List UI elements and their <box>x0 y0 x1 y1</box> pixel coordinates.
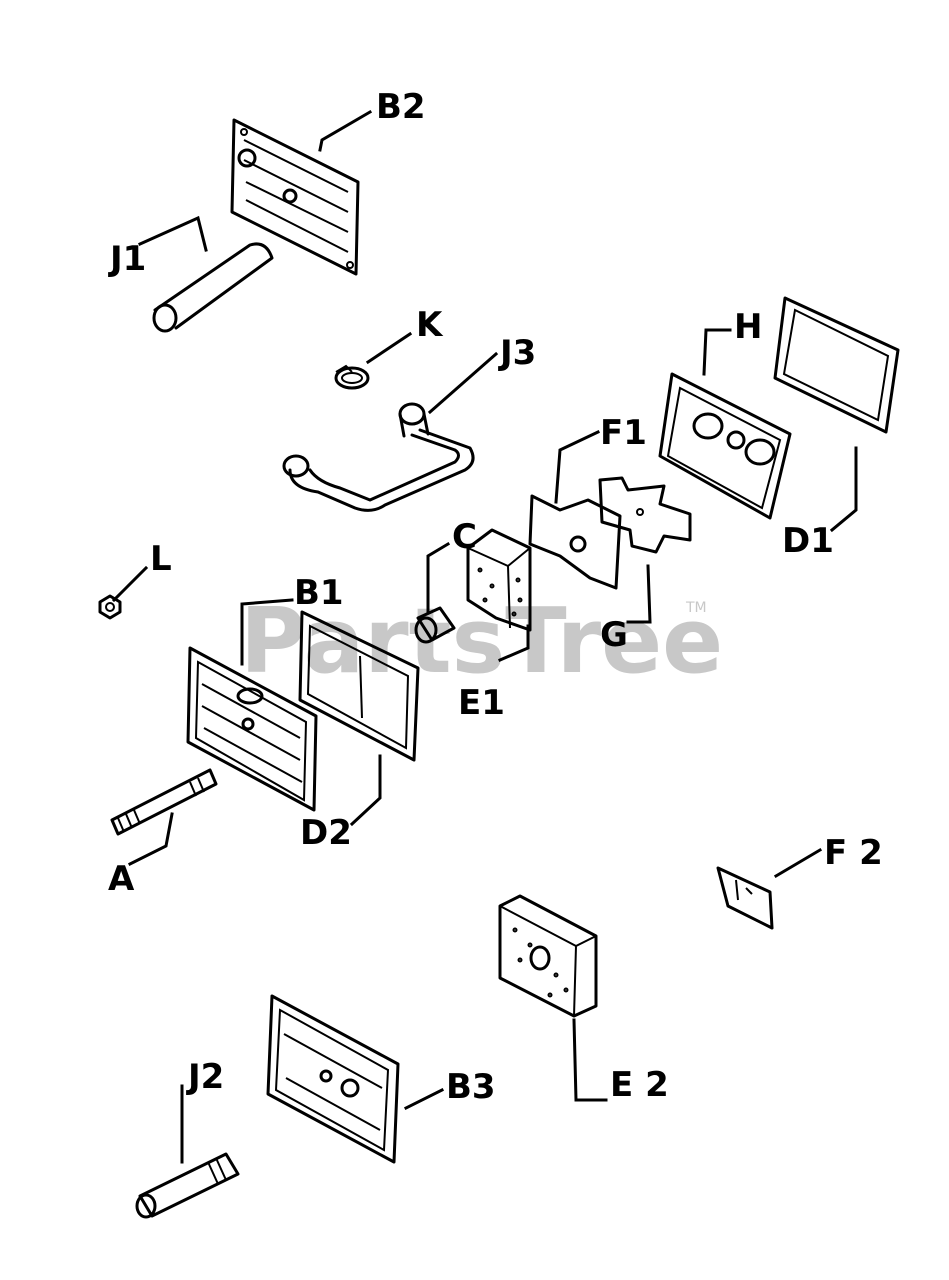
part-j2 <box>135 1152 240 1219</box>
label-c: C <box>452 517 477 557</box>
part-a <box>110 768 218 836</box>
watermark: PartsTree TM <box>240 589 723 694</box>
part-e2 <box>498 894 598 1018</box>
label-a: A <box>108 859 135 899</box>
label-e1: E1 <box>458 683 505 723</box>
watermark-trademark: TM <box>685 600 707 616</box>
part-b1 <box>186 646 318 812</box>
part-d1 <box>773 296 900 434</box>
label-g: G <box>600 615 628 655</box>
part-j3 <box>282 402 475 512</box>
label-d1: D1 <box>782 521 834 561</box>
part-k <box>334 364 370 390</box>
part-g <box>598 476 692 554</box>
label-k: K <box>416 305 444 345</box>
part-f1 <box>528 494 622 590</box>
part-h <box>658 372 792 520</box>
label-e2: E 2 <box>610 1065 669 1105</box>
label-j3: J3 <box>498 333 536 373</box>
label-f1: F1 <box>600 413 647 453</box>
label-d2: D2 <box>300 813 352 853</box>
label-j2: J2 <box>186 1057 224 1097</box>
label-l: L <box>150 539 172 579</box>
part-f2 <box>716 866 774 930</box>
watermark-text: PartsTree <box>240 589 723 694</box>
part-c <box>414 606 456 644</box>
part-b2 <box>230 118 360 276</box>
part-b3 <box>266 994 400 1164</box>
part-e1 <box>466 528 532 632</box>
label-j1: J1 <box>108 239 146 279</box>
label-b2: B2 <box>376 87 426 127</box>
part-j1 <box>152 242 274 333</box>
label-f2: F 2 <box>824 833 883 873</box>
leader-lines <box>111 109 858 1164</box>
label-h: H <box>734 307 762 347</box>
part-l <box>98 594 122 620</box>
callout-labels: B2 J1 K J3 H F1 D1 C L B1 G E1 D2 A F 2 … <box>108 87 883 1107</box>
label-b1: B1 <box>294 573 344 613</box>
part-d2 <box>298 610 420 762</box>
label-b3: B3 <box>446 1067 496 1107</box>
